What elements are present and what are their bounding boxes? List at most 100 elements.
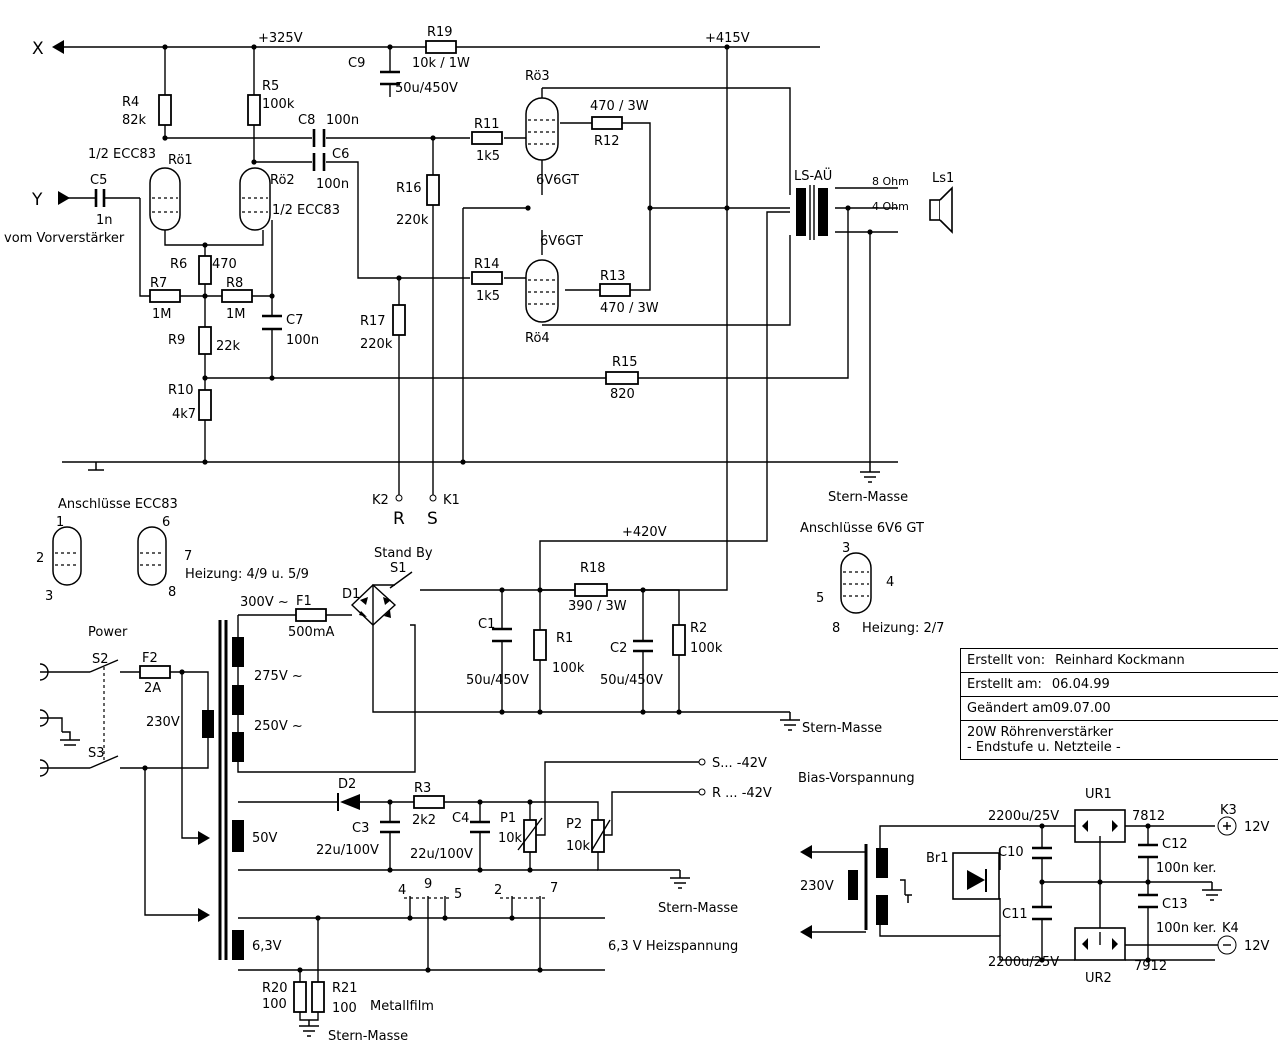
- resistor-r5: [247, 94, 261, 126]
- label-sternmasse-2: Stern-Masse: [802, 721, 882, 736]
- arrow-icon: [800, 845, 812, 859]
- label-heizsp: 6,3 V Heizspannung: [608, 939, 738, 954]
- capacitor-c2: [633, 639, 653, 653]
- label-r20: R20: [262, 981, 288, 996]
- label-p2: P2: [566, 817, 582, 832]
- label-r9: R9: [168, 333, 185, 348]
- label-pin3b: 3: [842, 541, 850, 556]
- info-changed: 09.07.00: [1052, 701, 1111, 716]
- label-metall: Metallfilm: [370, 999, 434, 1014]
- potentiometer-p1: [523, 819, 537, 853]
- junction-dots: [142, 44, 1151, 973]
- label-f2: F2: [142, 651, 158, 666]
- capacitor-c12: [1138, 843, 1158, 859]
- label-c9: C9: [348, 56, 365, 71]
- resistor-r4: [158, 94, 172, 126]
- label-c6v: 100n: [316, 177, 349, 192]
- label-v300: 300V ~: [240, 595, 289, 610]
- diode-d2: [337, 793, 360, 811]
- label-r1: R1: [556, 631, 573, 646]
- label-n5: 5: [454, 887, 462, 902]
- label-r11v: 1k5: [476, 149, 500, 164]
- label-c13: C13: [1162, 897, 1188, 912]
- resistor-r19: [425, 40, 457, 54]
- component-labels: +325V +415V +420V X Y R4 82k R5 100k R19…: [4, 25, 1270, 1044]
- label-r12: R12: [594, 134, 620, 149]
- label-ro3type: 6V6GT: [536, 173, 579, 188]
- label-ur2: UR2: [1085, 971, 1112, 986]
- ground-symbols: [60, 462, 1222, 1037]
- ground-icon: [860, 462, 880, 483]
- terminals: [39, 40, 1237, 955]
- label-c10v: 2200u/25V: [988, 809, 1059, 824]
- label-r2: R2: [690, 621, 707, 636]
- info-title1: 20W Röhrenverstärker: [967, 725, 1114, 740]
- pinout-ecc83-right: [137, 526, 167, 586]
- capacitor-c8: [312, 129, 326, 147]
- label-r10v: 4k7: [172, 407, 196, 422]
- label-n7: 7: [550, 881, 558, 896]
- label-c2: C2: [610, 641, 627, 656]
- label-v420: +420V: [622, 525, 667, 540]
- label-d2: D2: [338, 777, 356, 792]
- label-vom: vom Vorverstärker: [4, 231, 125, 246]
- fuse-f1: [295, 608, 327, 622]
- info-row-created: Erstellt am:06.04.99: [961, 673, 1278, 697]
- label-v250: 250V ~: [254, 719, 303, 734]
- arrow-icon: [198, 831, 210, 845]
- label-c1: C1: [478, 617, 495, 632]
- resistor-r13: [599, 283, 631, 297]
- label-r13v: 470 / 3W: [600, 301, 659, 316]
- arrow-icon: [58, 191, 70, 205]
- label-c2v: 50u/450V: [600, 673, 663, 688]
- resistor-r18: [574, 583, 608, 597]
- label-r3v: 2k2: [412, 813, 436, 828]
- ground-icon: [88, 462, 104, 471]
- resistor-r20: [293, 981, 307, 1013]
- label-v50: 50V: [252, 831, 278, 846]
- ground-icon: [60, 731, 80, 746]
- label-r3: R3: [414, 781, 431, 796]
- label-ro4type: 6V6GT: [540, 234, 583, 249]
- resistor-r15: [605, 371, 639, 385]
- label-bias: Bias-Vorspannung: [798, 771, 915, 786]
- resistor-r10: [198, 389, 212, 421]
- label-c11: C11: [1002, 907, 1028, 922]
- label-sternmasse-3: Stern-Masse: [658, 901, 738, 916]
- resistor-r12: [591, 116, 623, 130]
- label-c7v: 100n: [286, 333, 319, 348]
- label-c13v: 100n ker.: [1156, 921, 1217, 936]
- label-pin4: 4: [886, 575, 894, 590]
- label-p2v: 10k: [566, 839, 591, 854]
- label-c8v: 100n: [326, 113, 359, 128]
- label-ro4: Rö4: [525, 331, 550, 346]
- label-r4: R4: [122, 95, 139, 110]
- label-heiz-ecc: Heizung: 4/9 u. 5/9: [185, 567, 309, 582]
- tube-ro4: [525, 259, 559, 323]
- resistor-r3: [413, 795, 445, 809]
- label-r6v: 470: [212, 257, 237, 272]
- label-v230: 230V: [146, 715, 180, 730]
- label-s2: S2: [92, 652, 109, 667]
- resistor-r6: [198, 255, 212, 285]
- label-r21: R21: [332, 981, 358, 996]
- label-sbias: S... -42V: [712, 756, 767, 771]
- label-r19: R19: [427, 25, 453, 40]
- label-s-term: S: [427, 509, 438, 529]
- label-c5: C5: [90, 173, 107, 188]
- label-r15: R15: [612, 355, 638, 370]
- label-r1v: 100k: [552, 661, 585, 676]
- resistor-r14: [471, 271, 503, 285]
- label-v63: 6,3V: [252, 939, 282, 954]
- resistor-r16: [426, 174, 440, 206]
- capacitor-c10: [1032, 846, 1052, 860]
- label-r6: R6: [170, 257, 187, 272]
- label-c12: C12: [1162, 837, 1188, 852]
- label-pin8: 8: [168, 585, 176, 600]
- title-block: Erstellt von:Reinhard Kockmann Erstellt …: [960, 648, 1278, 760]
- label-pin8b: 8: [832, 621, 840, 636]
- label-n2: 2: [494, 883, 502, 898]
- label-p12: 12V: [1244, 820, 1270, 835]
- label-pin7: 7: [184, 549, 192, 564]
